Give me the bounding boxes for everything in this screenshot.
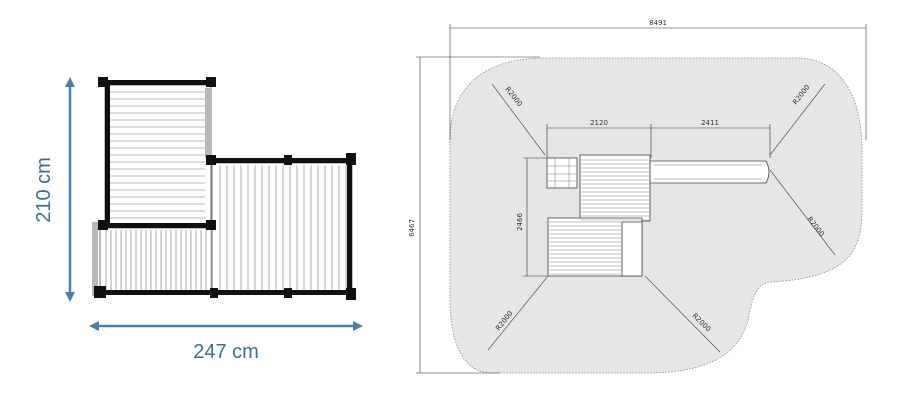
- radius-lines: [487, 83, 836, 353]
- left-plan: 210 cm 247 cm: [33, 77, 363, 363]
- safety-zone: [449, 57, 863, 374]
- lower-deck: [92, 222, 213, 296]
- segment-right-label: 2411: [701, 119, 719, 127]
- right-plan: 8491 6467 2120 2411 2466 R2000 R2000 R20…: [408, 19, 867, 374]
- segment-left-label: 2120: [590, 119, 608, 127]
- upper-deck: [104, 84, 212, 226]
- right-deck: [211, 162, 353, 294]
- overall-height-label: 6467: [408, 219, 416, 237]
- height-label: 210 cm: [33, 157, 55, 223]
- inner-height-label: 2466: [516, 213, 524, 231]
- width-label: 247 cm: [193, 341, 259, 363]
- dimension-lines: [416, 24, 867, 374]
- frame-beams: [94, 77, 356, 300]
- overall-width-label: 8491: [649, 19, 667, 27]
